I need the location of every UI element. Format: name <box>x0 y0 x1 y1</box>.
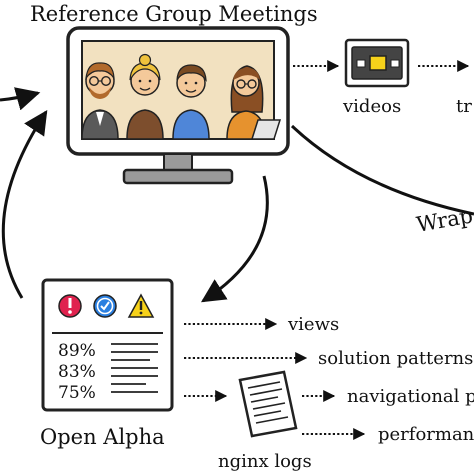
arrow-left-top <box>0 87 41 111</box>
curve-to-wrap <box>290 124 474 216</box>
videos-label: videos <box>342 96 401 117</box>
nginx-logs-label: nginx logs <box>218 451 312 472</box>
arrow-to-open-alpha <box>200 175 269 303</box>
diagram-title: Reference Group Meetings <box>30 2 318 26</box>
video-cassette-icon <box>344 38 410 88</box>
open-alpha-label: Open Alpha <box>40 425 165 449</box>
log-document-icon <box>238 370 298 438</box>
warning-icon <box>127 293 155 318</box>
arrow-loop-back <box>1 109 48 299</box>
output-label: performan <box>378 424 474 445</box>
person-blonde-icon <box>126 53 164 140</box>
person-long-hair-laptop-icon <box>226 65 282 140</box>
check-icon <box>93 294 117 318</box>
next-step-fragment: tr <box>456 96 472 117</box>
person-glasses-icon <box>81 62 119 140</box>
person-short-hair-icon <box>172 64 210 140</box>
stat-value: 75% <box>58 383 96 403</box>
stat-value: 89% <box>58 341 96 361</box>
dashboard-text-lines <box>111 343 158 393</box>
output-label: solution patterns <box>318 348 473 369</box>
output-label: views <box>287 314 339 335</box>
output-label: navigational p <box>347 386 474 407</box>
exclamation-icon <box>58 294 82 318</box>
wrap-label: Wrap <box>415 203 474 236</box>
stat-value: 83% <box>58 362 96 382</box>
